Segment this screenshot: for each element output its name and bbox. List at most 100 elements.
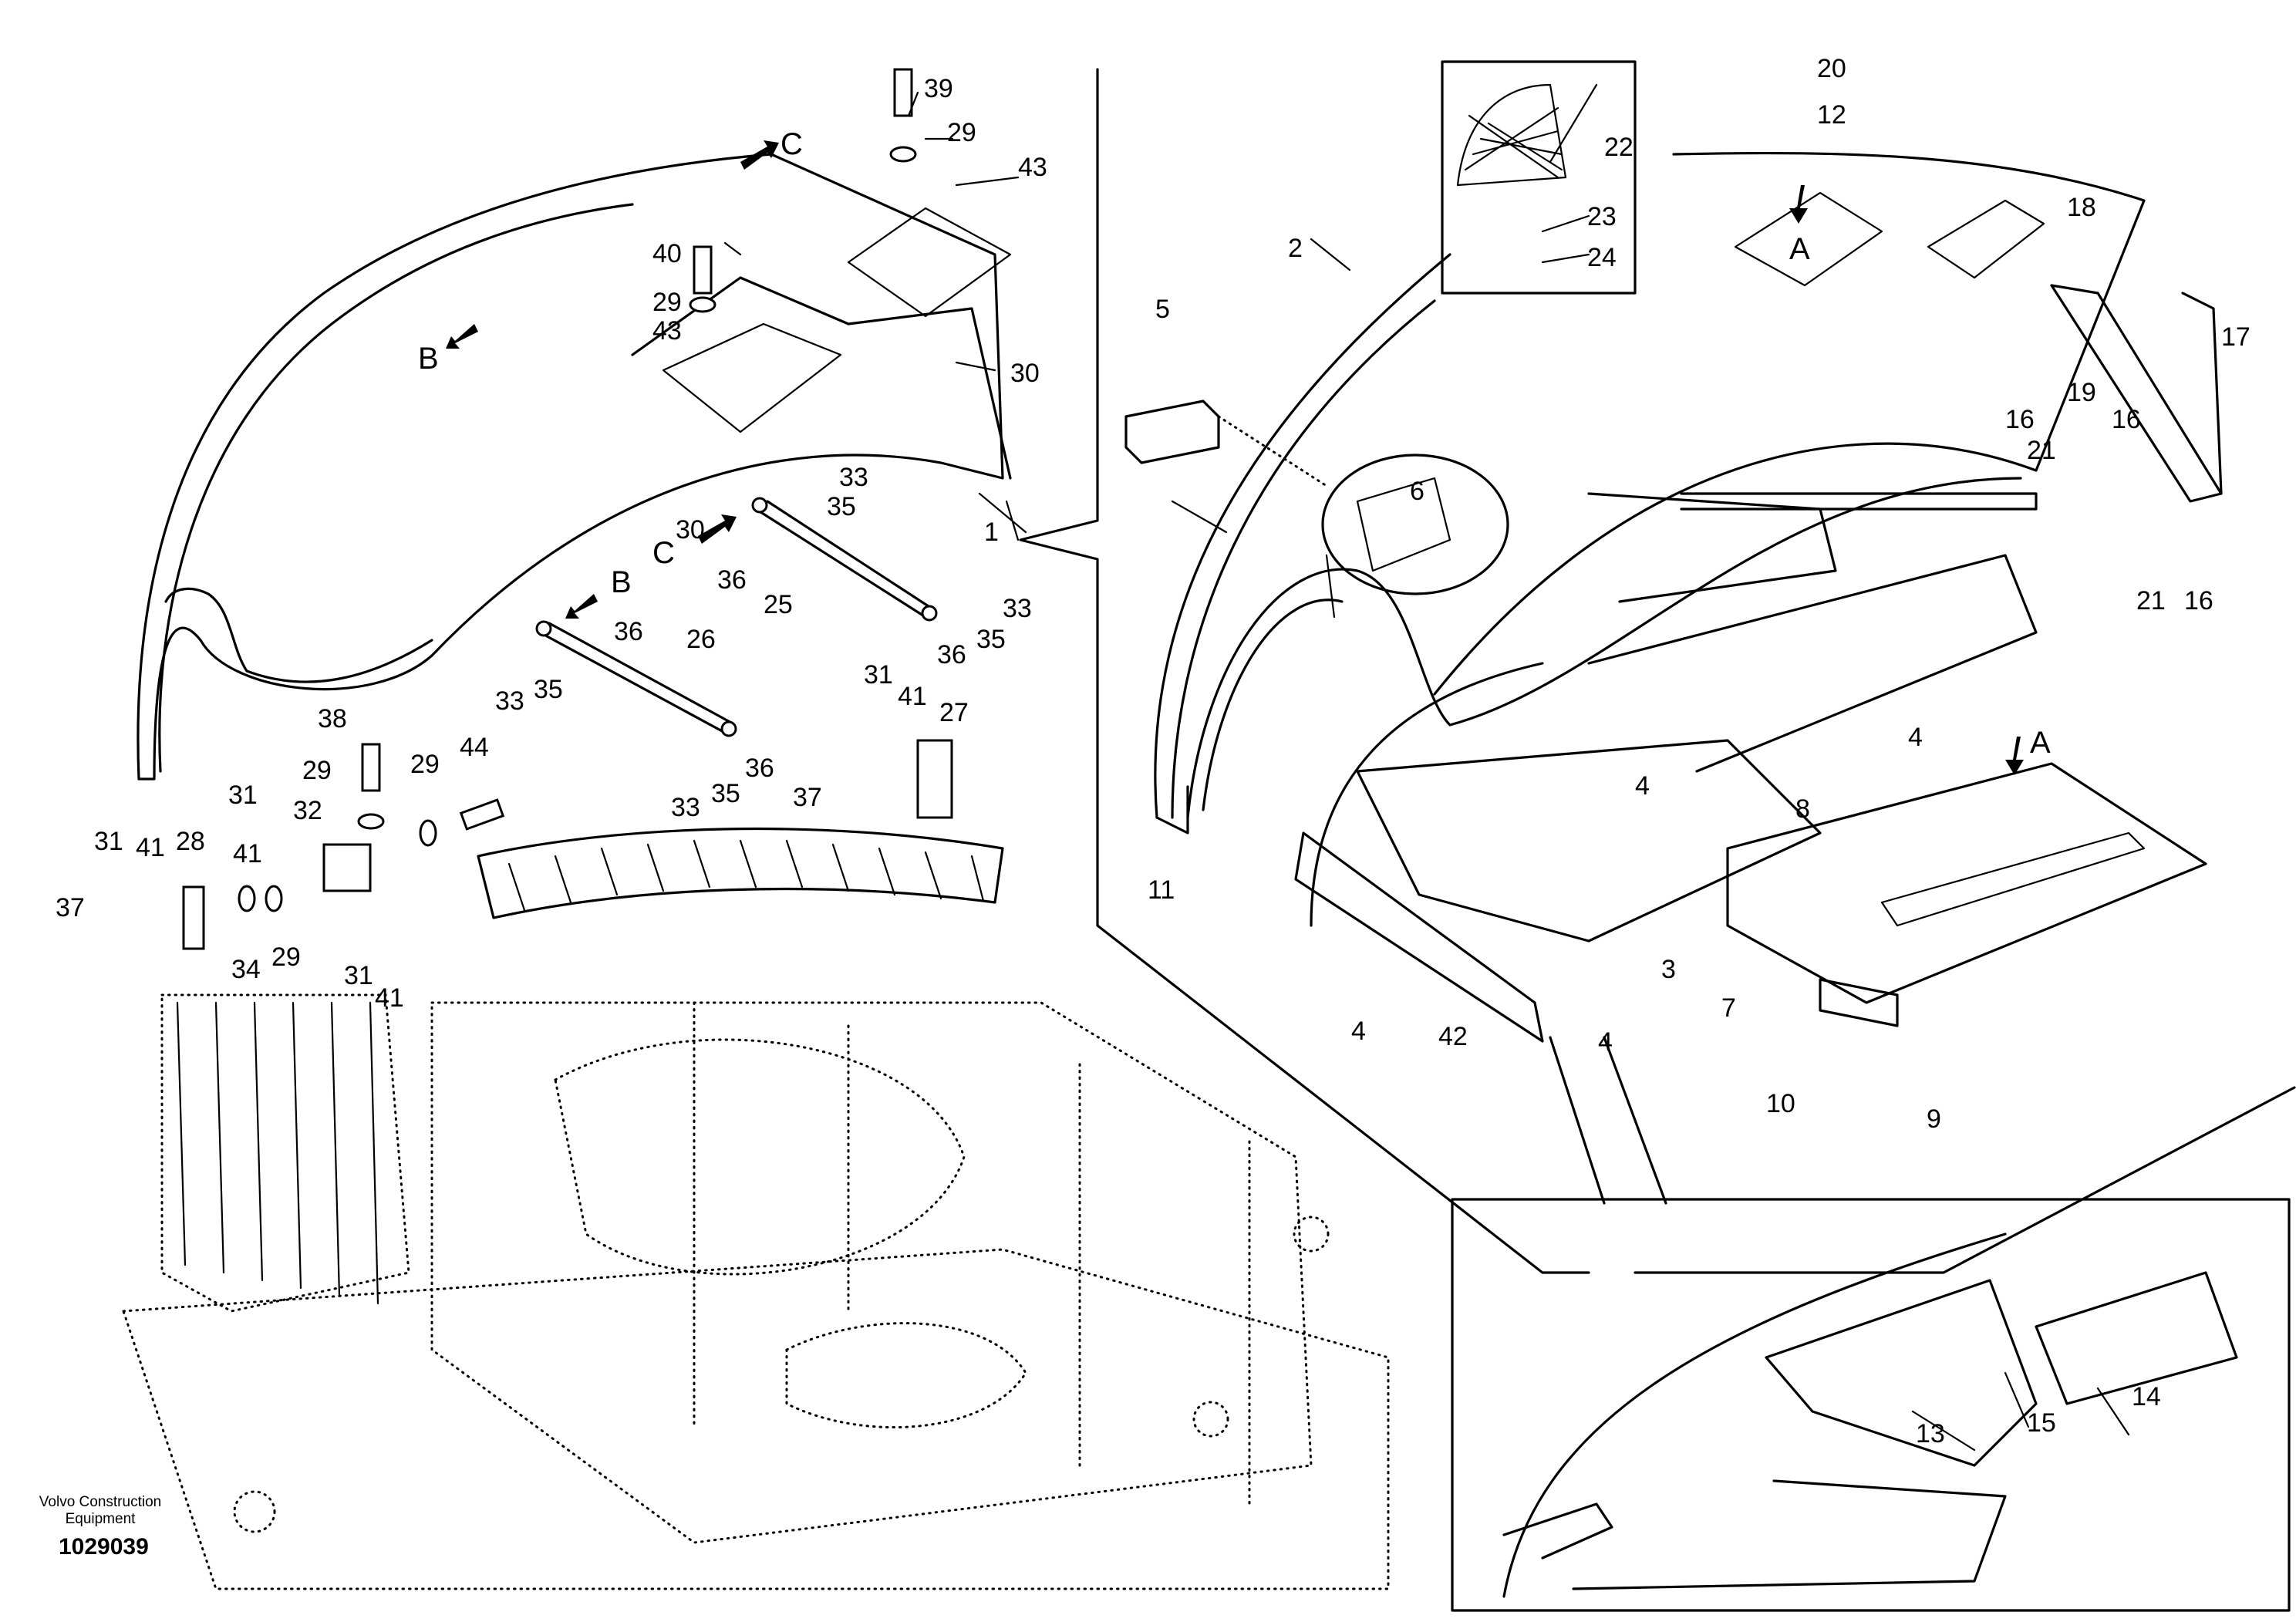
arrow-A-top <box>1789 185 1808 224</box>
arrow-C-mid <box>698 514 737 544</box>
callout-16: 16 <box>2005 405 2035 434</box>
callout-8: 8 <box>1795 794 1810 824</box>
view-letter-B: B <box>418 342 439 376</box>
callout-31: 31 <box>94 827 123 856</box>
arrow-C-top <box>740 140 779 170</box>
callout-11: 11 <box>1148 875 1175 905</box>
gas-struts <box>535 497 938 737</box>
callout-30: 30 <box>1010 359 1040 388</box>
callout-31: 31 <box>864 660 893 690</box>
callout-16: 16 <box>2112 405 2141 434</box>
callout-4: 4 <box>1351 1017 1366 1046</box>
callout-36: 36 <box>745 754 774 783</box>
callout-41: 41 <box>898 682 927 711</box>
callout-21: 21 <box>2136 586 2166 615</box>
hinge-parts <box>1124 400 1509 595</box>
callout-29: 29 <box>947 118 976 147</box>
callout-31: 31 <box>228 781 258 810</box>
callout-35: 35 <box>976 625 1006 654</box>
callout-12: 12 <box>1817 100 1846 130</box>
callout-22: 22 <box>1604 133 1633 162</box>
callout-35: 35 <box>711 779 740 808</box>
callout-41: 41 <box>233 839 262 868</box>
callout-34: 34 <box>231 955 261 984</box>
callout-6: 6 <box>1410 477 1424 506</box>
callout-4: 4 <box>1635 771 1650 801</box>
callout-4: 4 <box>1908 723 1923 752</box>
callout-36: 36 <box>614 617 643 646</box>
callout-41: 41 <box>375 983 404 1013</box>
arrow-B-left <box>446 324 478 349</box>
brand-line-2: Equipment <box>65 1511 136 1527</box>
callout-14: 14 <box>2132 1382 2161 1411</box>
callout-7: 7 <box>1721 993 1736 1023</box>
callout-25: 25 <box>764 590 793 619</box>
callout-33: 33 <box>495 686 524 716</box>
callout-13: 13 <box>1916 1419 1945 1448</box>
counterweight-hood-right <box>1154 151 2223 1043</box>
callout-3: 3 <box>1661 955 1676 984</box>
callout-35: 35 <box>534 675 563 704</box>
callout-16: 16 <box>2184 586 2213 615</box>
callout-5: 5 <box>1155 295 1170 324</box>
callout-28: 28 <box>176 827 205 856</box>
view-letter-C: C <box>652 536 675 570</box>
base-frame-dotted <box>121 993 1390 1590</box>
callout-23: 23 <box>1587 202 1617 231</box>
callout-29: 29 <box>271 943 301 972</box>
radiator-grille <box>477 827 1004 919</box>
callout-26: 26 <box>686 625 716 654</box>
callout-29: 29 <box>652 288 682 317</box>
callout-32: 32 <box>293 796 322 825</box>
callout-37: 37 <box>793 783 822 812</box>
callout-4: 4 <box>1598 1027 1613 1057</box>
callout-38: 38 <box>318 704 347 733</box>
callout-30: 30 <box>676 515 705 545</box>
arrow-A-right <box>2005 737 2024 775</box>
fasteners-left <box>182 68 953 950</box>
callout-21: 21 <box>2027 436 2056 465</box>
callout-35: 35 <box>827 492 856 521</box>
callout-33: 33 <box>1003 594 1032 623</box>
callout-9: 9 <box>1927 1104 1941 1134</box>
callout-18: 18 <box>2067 193 2096 222</box>
brand-caption: Volvo Construction Equipment <box>39 1494 162 1528</box>
detail-box-screen <box>1441 60 1637 295</box>
view-letter-A: A <box>2030 726 2051 760</box>
callout-42: 42 <box>1438 1022 1468 1051</box>
callout-29: 29 <box>410 750 440 779</box>
callout-15: 15 <box>2027 1408 2056 1438</box>
callout-labels: 39 29 43 40 29 43 30 30 1 33 35 36 25 33… <box>56 54 2250 1448</box>
callout-19: 19 <box>2067 378 2096 407</box>
callout-33: 33 <box>839 463 868 492</box>
view-marker-letters: C B C B A A <box>418 127 2051 760</box>
detail-box-counterweight <box>1451 1198 2291 1612</box>
callout-31: 31 <box>344 961 373 990</box>
view-separators <box>1019 68 2296 1274</box>
callout-1: 1 <box>984 518 999 547</box>
brand-line-1: Volvo Construction <box>39 1494 162 1510</box>
callout-2: 2 <box>1288 234 1303 263</box>
callout-27: 27 <box>939 698 969 727</box>
callout-44: 44 <box>460 733 489 762</box>
callout-20: 20 <box>1817 54 1846 83</box>
callout-29: 29 <box>302 756 332 785</box>
callout-40: 40 <box>652 239 682 268</box>
arrow-B-mid <box>565 594 598 619</box>
callout-36: 36 <box>717 565 747 595</box>
callout-43: 43 <box>1018 153 1047 182</box>
callout-10: 10 <box>1766 1089 1795 1118</box>
leader-lines <box>723 83 2130 1452</box>
view-arrows <box>446 140 2024 775</box>
view-letter-A: A <box>1789 232 1810 266</box>
view-letter-C: C <box>781 127 803 161</box>
callout-37: 37 <box>56 893 85 922</box>
callout-17: 17 <box>2221 322 2250 352</box>
document-number: 1029039 <box>59 1534 149 1560</box>
callout-24: 24 <box>1587 243 1617 272</box>
callout-41: 41 <box>136 833 165 862</box>
callout-39: 39 <box>924 74 953 103</box>
callout-33: 33 <box>671 793 700 822</box>
callout-43: 43 <box>652 316 682 346</box>
